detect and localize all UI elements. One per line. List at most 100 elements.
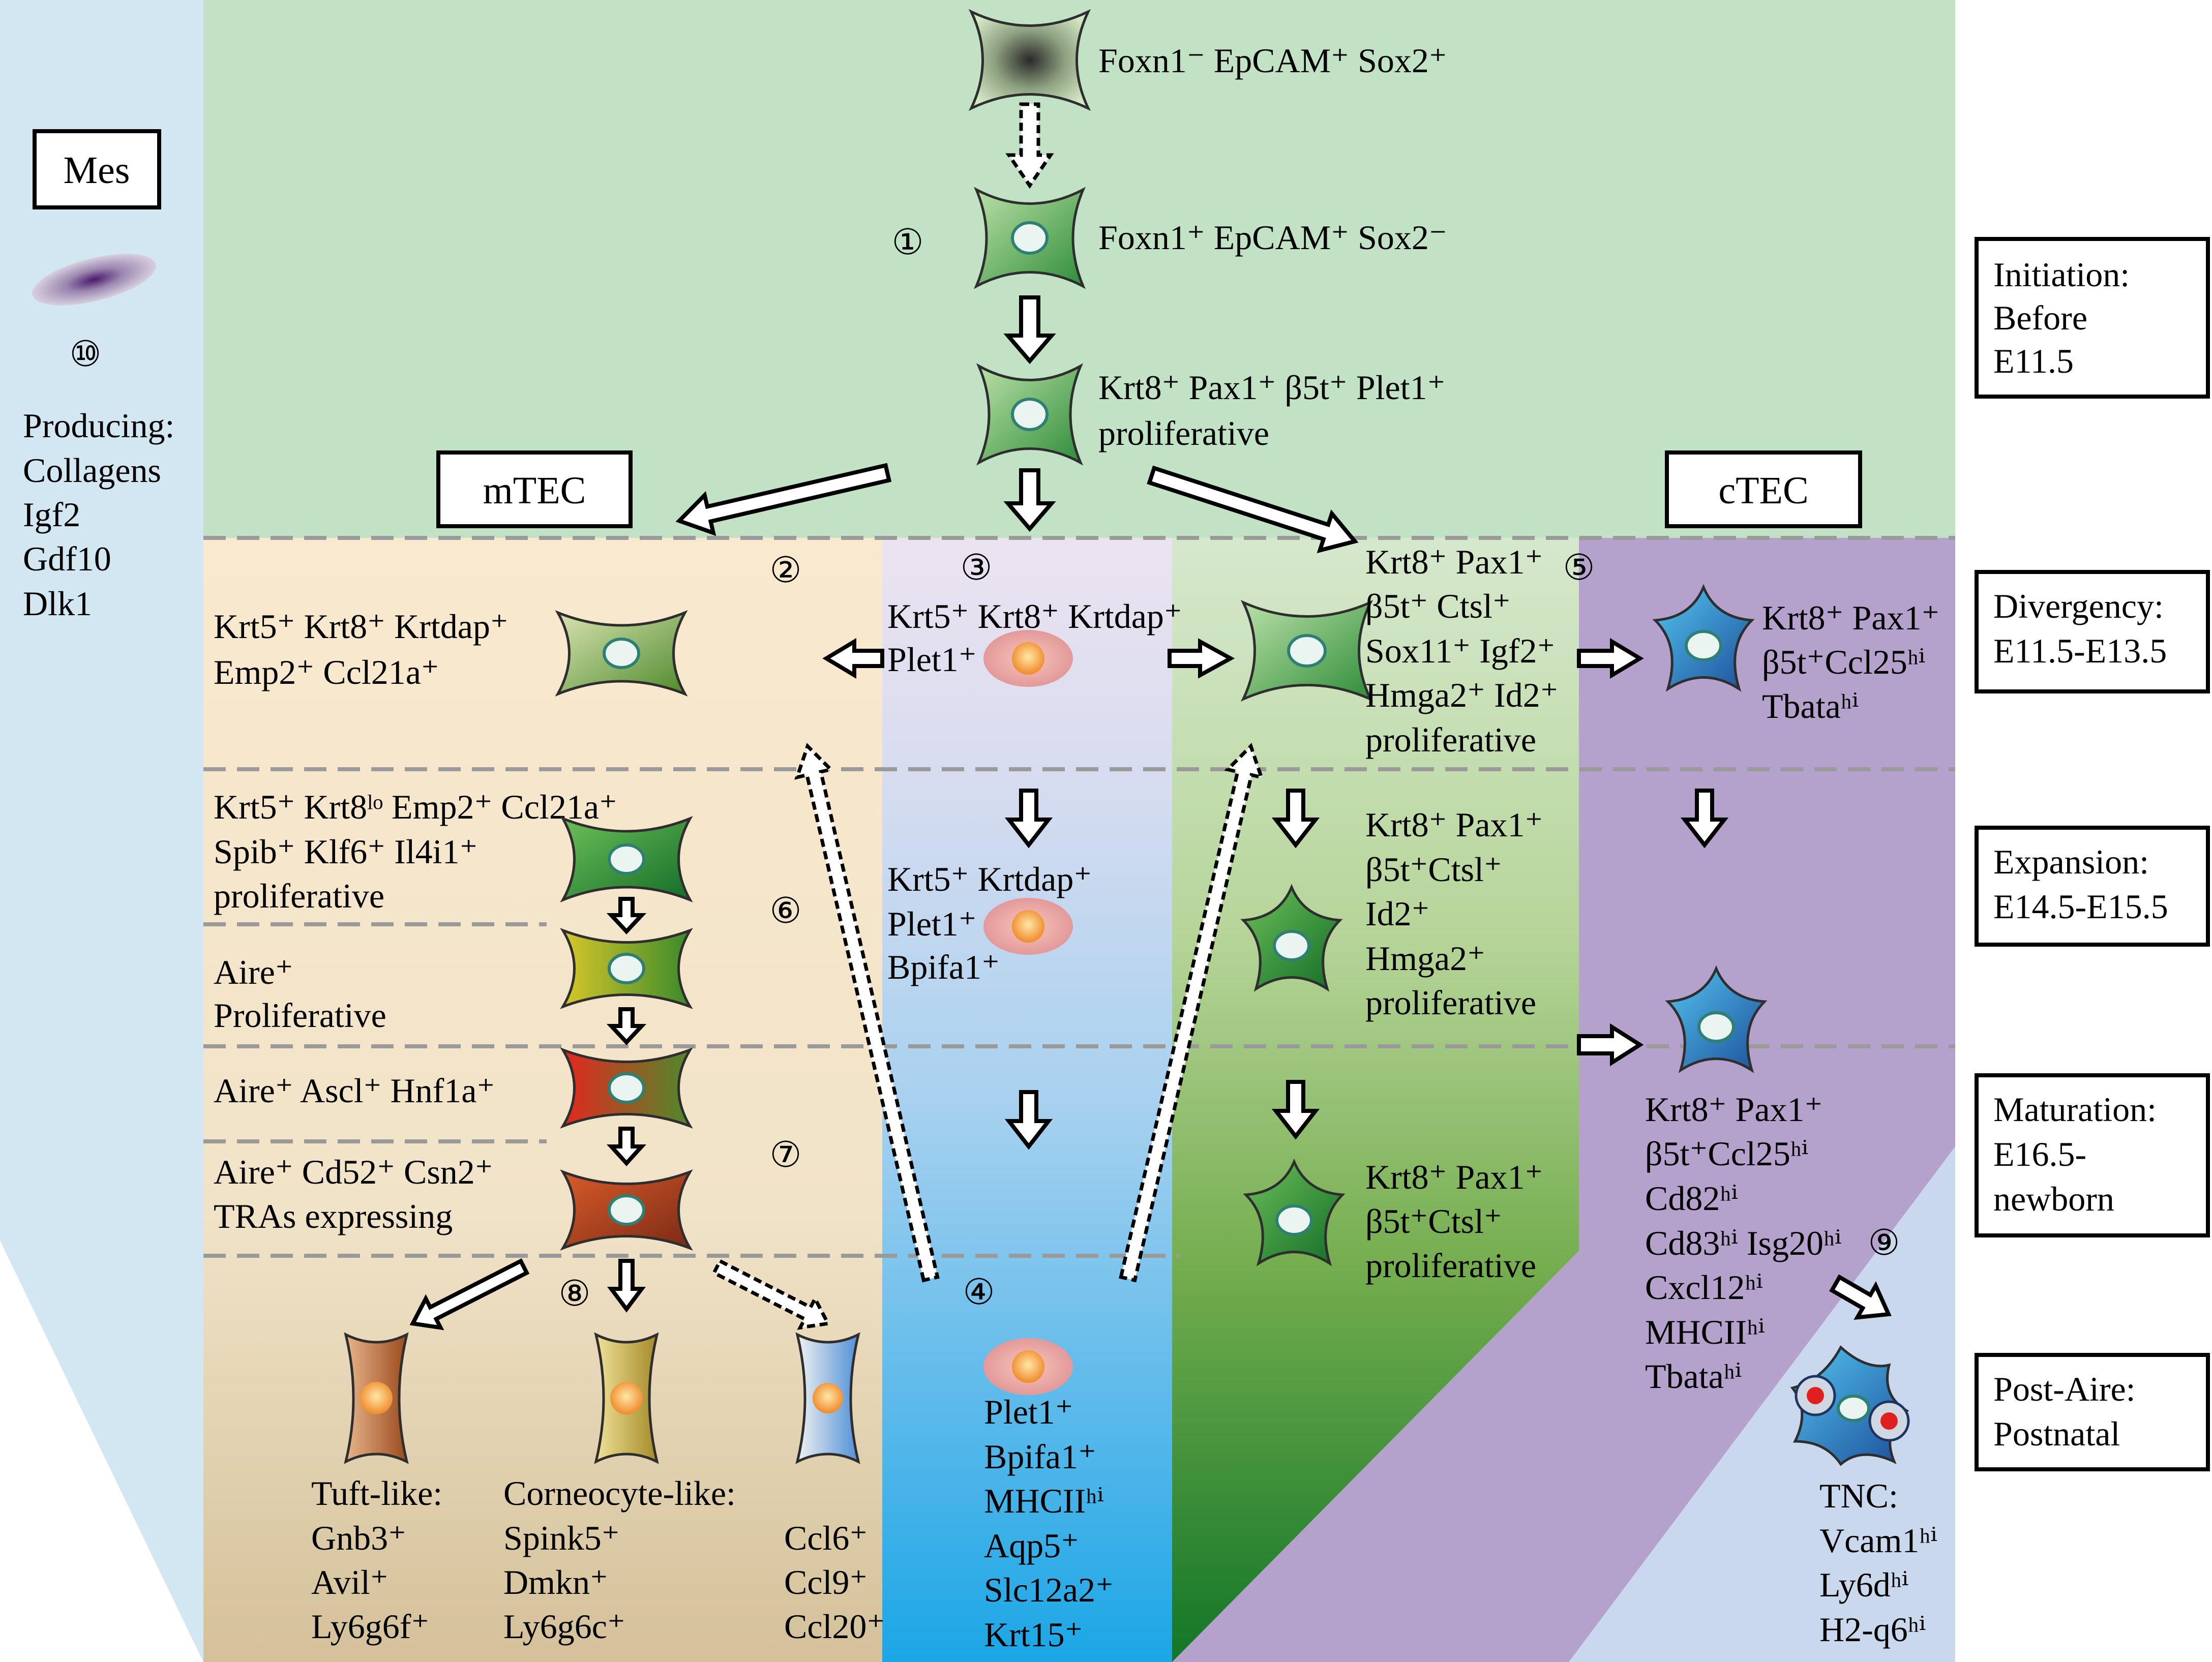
circled-number-4: ④ <box>963 1273 995 1312</box>
marker-text: Krt8⁺ Pax1⁺ <box>1365 542 1543 581</box>
dashed-arrow-down <box>1005 102 1054 189</box>
arrow-down <box>1003 468 1056 532</box>
arrow-right <box>1577 1023 1644 1067</box>
bpifa1-precursor-cell <box>983 898 1073 955</box>
marker-text: Spink5⁺ <box>503 1519 620 1557</box>
arrow-down <box>1004 789 1053 849</box>
marker-text: Plet1⁺ <box>887 904 977 943</box>
marker-text: Krt8⁺ Pax1⁺ <box>1365 1158 1543 1196</box>
marker-text: proliferative <box>1098 414 1269 452</box>
stage-line: newborn <box>1993 1180 2114 1218</box>
progenitor-cell-foxn1-neg <box>968 9 1091 111</box>
marker-text: Krt5⁺ Krtdap⁺ <box>887 860 1092 898</box>
stage-post-aire-box: Post-Aire: Postnatal <box>1975 1353 2210 1471</box>
marker-text: Bpifa1⁺ <box>984 1437 1096 1476</box>
arrow-to-tnc <box>1829 1274 1892 1320</box>
arrow-down <box>1004 1090 1053 1150</box>
mes-product: Dlk1 <box>23 584 92 623</box>
stage-line: E14.5-E15.5 <box>1993 887 2168 926</box>
stage-line: E11.5-E13.5 <box>1993 631 2167 670</box>
mes-product: Gdf10 <box>23 539 111 578</box>
tuft-title: Tuft-like: <box>311 1474 442 1513</box>
mes-producing-label: Producing: <box>23 406 174 445</box>
marker-text: Proliferative <box>214 996 386 1035</box>
mes-label: Mes <box>64 149 130 192</box>
marker-text: Krt5⁺ Krt8ˡᵒ Emp2⁺ Ccl21a⁺ <box>214 788 617 826</box>
ctec-expansion-star-cell <box>1240 884 1343 992</box>
marker-text: proliferative <box>1365 1246 1536 1285</box>
ctec-label-box: cTEC <box>1665 450 1862 528</box>
arrow-down <box>606 1007 647 1045</box>
marker-text: Slc12a2⁺ <box>984 1570 1114 1609</box>
circled-number-10: ⑩ <box>70 335 102 374</box>
background <box>0 0 1955 1662</box>
arrow-left-to-mtec <box>822 638 884 679</box>
stage-title: Expansion: <box>1993 842 2149 881</box>
arrow-down <box>1271 1080 1320 1140</box>
mtec-ccl21a-cell <box>560 816 693 902</box>
marker-text: Foxn1⁺ EpCAM⁺ Sox2⁻ <box>1098 218 1447 257</box>
marker-text: proliferative <box>1365 983 1536 1022</box>
marker-text: Vcam1ʰⁱ <box>1819 1521 1937 1560</box>
marker-text: β5t⁺Ctsl⁺ <box>1365 850 1502 889</box>
mes-product: Igf2 <box>23 495 80 534</box>
marker-text: Ly6g6f⁺ <box>311 1607 429 1646</box>
mes-label-box: Mes <box>33 129 161 209</box>
corneocyte-title: Corneocyte-like: <box>503 1474 736 1513</box>
circled-number-8: ⑧ <box>559 1275 591 1314</box>
ctec-early-cell <box>1240 600 1373 702</box>
mtec-region <box>203 538 882 1662</box>
marker-text: Ccl9⁺ <box>784 1563 868 1601</box>
marker-text: Plet1⁺ <box>887 640 977 679</box>
dashed-arrow-to-mtec <box>794 743 940 1283</box>
ctec-mature-star-cell <box>1665 965 1768 1073</box>
marker-text: Sox11⁺ Igf2⁺ <box>1365 631 1555 670</box>
marker-text: Tbataʰⁱ <box>1762 687 1859 726</box>
mtec-label-box: mTEC <box>436 450 633 528</box>
arrow-down <box>1680 789 1729 849</box>
stage-title: Initiation: <box>1993 255 2130 294</box>
marker-text: proliferative <box>214 877 384 915</box>
stage-line: E16.5- <box>1993 1135 2086 1173</box>
ctec-maturation-star-cell <box>1243 1158 1346 1266</box>
marker-text: Krt5⁺ Krt8⁺ Krtdap⁺ <box>887 597 1182 636</box>
mesenchymal-cell <box>32 254 156 306</box>
stage-maturation-box: Maturation: E16.5- newborn <box>1975 1073 2210 1237</box>
marker-text: Id2⁺ <box>1365 894 1430 933</box>
marker-text: Bpifa1⁺ <box>887 948 1000 986</box>
marker-text: Aire⁺ <box>214 953 293 991</box>
stage-title: Post-Aire: <box>1993 1370 2136 1408</box>
arrow-to-tuft <box>409 1258 530 1331</box>
arrow-to-mtec <box>675 463 892 536</box>
marker-text: Tbataʰⁱ <box>1645 1357 1742 1396</box>
marker-text: Spib⁺ Klf6⁺ Il4i1⁺ <box>214 832 477 871</box>
stage-dividers <box>203 536 1955 1258</box>
stage-line: E11.5 <box>1993 342 2074 380</box>
marker-text: Aqp5⁺ <box>984 1526 1079 1565</box>
circled-number-6: ⑥ <box>770 892 802 931</box>
marker-text: Hmga2⁺ <box>1365 939 1485 978</box>
progenitor-cell-foxn1-pos <box>974 187 1086 289</box>
marker-text: Cd82ʰⁱ <box>1645 1179 1738 1218</box>
arrow-down <box>606 897 647 934</box>
thymic-nurse-cell <box>1790 1345 1910 1466</box>
stage-line: Before <box>1993 298 2087 337</box>
arrow-right-to-ctec <box>1168 638 1235 679</box>
stage-title: Divergency: <box>1993 587 2164 625</box>
arrow-down <box>1003 295 1056 365</box>
marker-text: H2-q6ʰⁱ <box>1819 1610 1926 1649</box>
marker-text: β5t⁺Ccl25ʰⁱ <box>1645 1134 1808 1173</box>
plet1-precursor-cell <box>983 1338 1073 1395</box>
marker-text: Krt5⁺ Krt8⁺ Krtdap⁺ <box>214 607 509 646</box>
marker-text: Krt8⁺ Pax1⁺ <box>1762 598 1939 637</box>
marker-text: β5t⁺ Ctsl⁺ <box>1365 587 1511 625</box>
arrows <box>409 102 1892 1331</box>
post-aire-region <box>1569 1146 1955 1662</box>
circled-number-9: ⑨ <box>1868 1224 1900 1263</box>
mtec-label: mTEC <box>483 469 586 512</box>
mes-product: Collagens <box>23 451 161 490</box>
marker-text: Gnb3⁺ <box>311 1519 406 1557</box>
circled-number-3: ③ <box>961 549 993 588</box>
marker-text: β5t⁺Ctsl⁺ <box>1365 1202 1502 1241</box>
marker-text: Ly6dʰⁱ <box>1819 1565 1908 1604</box>
